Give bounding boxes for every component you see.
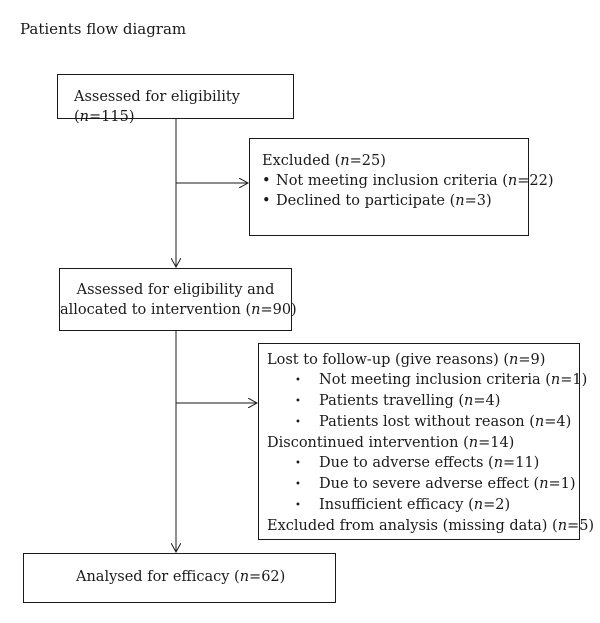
excluded-heading: Excluded (n=25) <box>262 153 386 169</box>
bullet-icon: • <box>295 458 301 469</box>
bullet-icon: • <box>295 396 301 407</box>
excluded-from-analysis: Excluded from analysis (missing data) (n… <box>267 518 595 534</box>
discontinued-heading: Discontinued intervention (n=14) <box>267 435 515 451</box>
allocated-line-2: allocated to intervention (n=90) <box>60 302 297 318</box>
diagram-title: Patients flow diagram <box>20 20 187 38</box>
excluded-box: Excluded (n=25) •Not meeting inclusion c… <box>249 138 554 236</box>
allocated-box: Assessed for eligibility and allocated t… <box>59 268 297 331</box>
analysed-text: Analysed for efficacy (n=62) <box>76 569 286 585</box>
lost-item: •Patients travelling (n=4) <box>267 391 579 412</box>
analysed-box: Analysed for efficacy (n=62) <box>23 553 336 603</box>
excluded-item: •Declined to participate (n=3) <box>262 193 492 209</box>
lost-box: Lost to follow-up (give reasons) (n=9) •… <box>258 343 595 540</box>
bullet-icon: • <box>295 417 301 428</box>
allocated-line-1: Assessed for eligibility and <box>76 282 275 298</box>
bullet-icon: • <box>262 193 271 209</box>
excluded-item: •Not meeting inclusion criteria (n=22) <box>262 173 554 189</box>
bullet-icon: • <box>262 173 271 189</box>
discontinued-item: •Due to adverse effects (n=11) <box>267 453 579 474</box>
lost-item: •Patients lost without reason (n=4) <box>267 412 579 433</box>
assessed-box: Assessed for eligibility (n=115) <box>57 74 294 125</box>
lost-heading: Lost to follow-up (give reasons) (n=9) <box>267 352 546 368</box>
discontinued-item: •Due to severe adverse effect (n=1) <box>267 474 579 495</box>
bullet-icon: • <box>295 375 301 386</box>
assessed-text: Assessed for eligibility (n=115) <box>74 89 240 125</box>
bullet-icon: • <box>295 500 301 511</box>
bullet-icon: • <box>295 479 301 490</box>
discontinued-item: •Insufficient efficacy (n=2) <box>267 495 579 516</box>
lost-item: •Not meeting inclusion criteria (n=1) <box>267 370 587 391</box>
